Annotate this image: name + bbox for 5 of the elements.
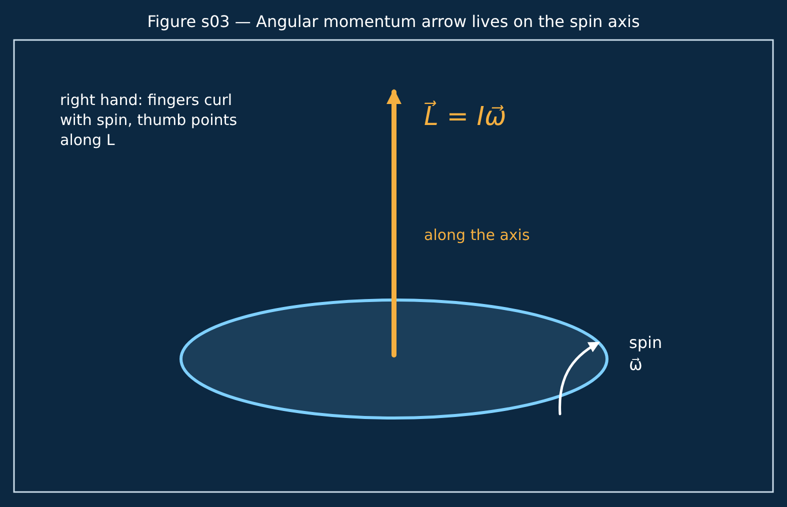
figure-title: Figure s03 — Angular momentum arrow lives on the spin axis: [147, 12, 640, 32]
axis-note: along the axis: [424, 225, 530, 245]
hand-rule-note: right hand: fingers curl with spin, thumb points along L: [60, 90, 238, 150]
angular-momentum-formula: L⃗ = Iω⃗: [424, 100, 506, 134]
spin-label: spin ω⃗: [629, 332, 662, 376]
